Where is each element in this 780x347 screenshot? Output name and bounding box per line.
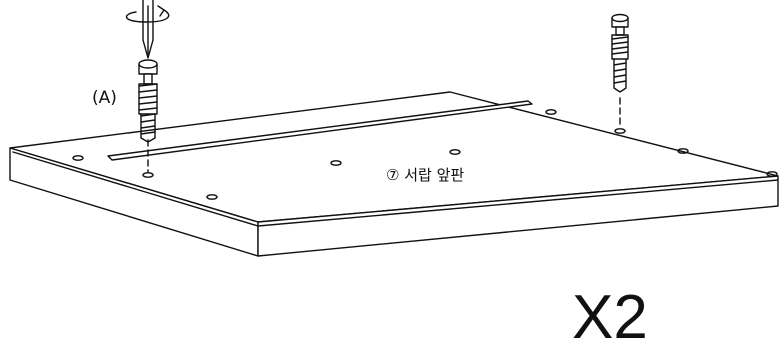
panel-groove — [107, 100, 533, 161]
quantity-multiplier: X2 — [572, 283, 648, 342]
hole — [142, 172, 154, 178]
hole — [614, 128, 626, 134]
rotation-arrow-icon — [125, 5, 170, 23]
hole — [330, 160, 342, 166]
hole — [206, 194, 218, 200]
cam-screw-icon — [138, 59, 158, 143]
screw-label-a: (A) — [92, 88, 117, 108]
hole — [545, 109, 557, 115]
hole — [449, 149, 461, 155]
drawer-front-panel — [9, 91, 779, 257]
hole — [677, 148, 689, 154]
panel-front-edge — [257, 175, 779, 257]
screwdriver-icon — [142, 0, 154, 59]
cam-screw-icon — [611, 13, 629, 93]
panel-label: ⑦ 서랍 앞판 — [386, 166, 464, 184]
hole — [766, 171, 778, 177]
hole — [72, 155, 84, 161]
